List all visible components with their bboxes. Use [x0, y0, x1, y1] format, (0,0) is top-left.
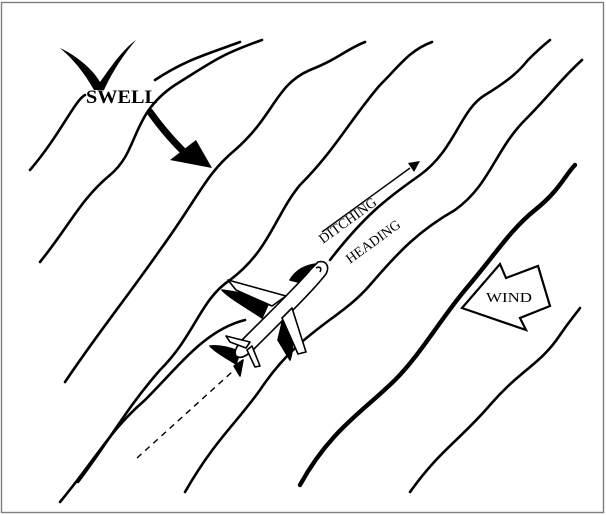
- swell-label: SWELL: [86, 87, 158, 108]
- wind-label: WIND: [486, 290, 532, 305]
